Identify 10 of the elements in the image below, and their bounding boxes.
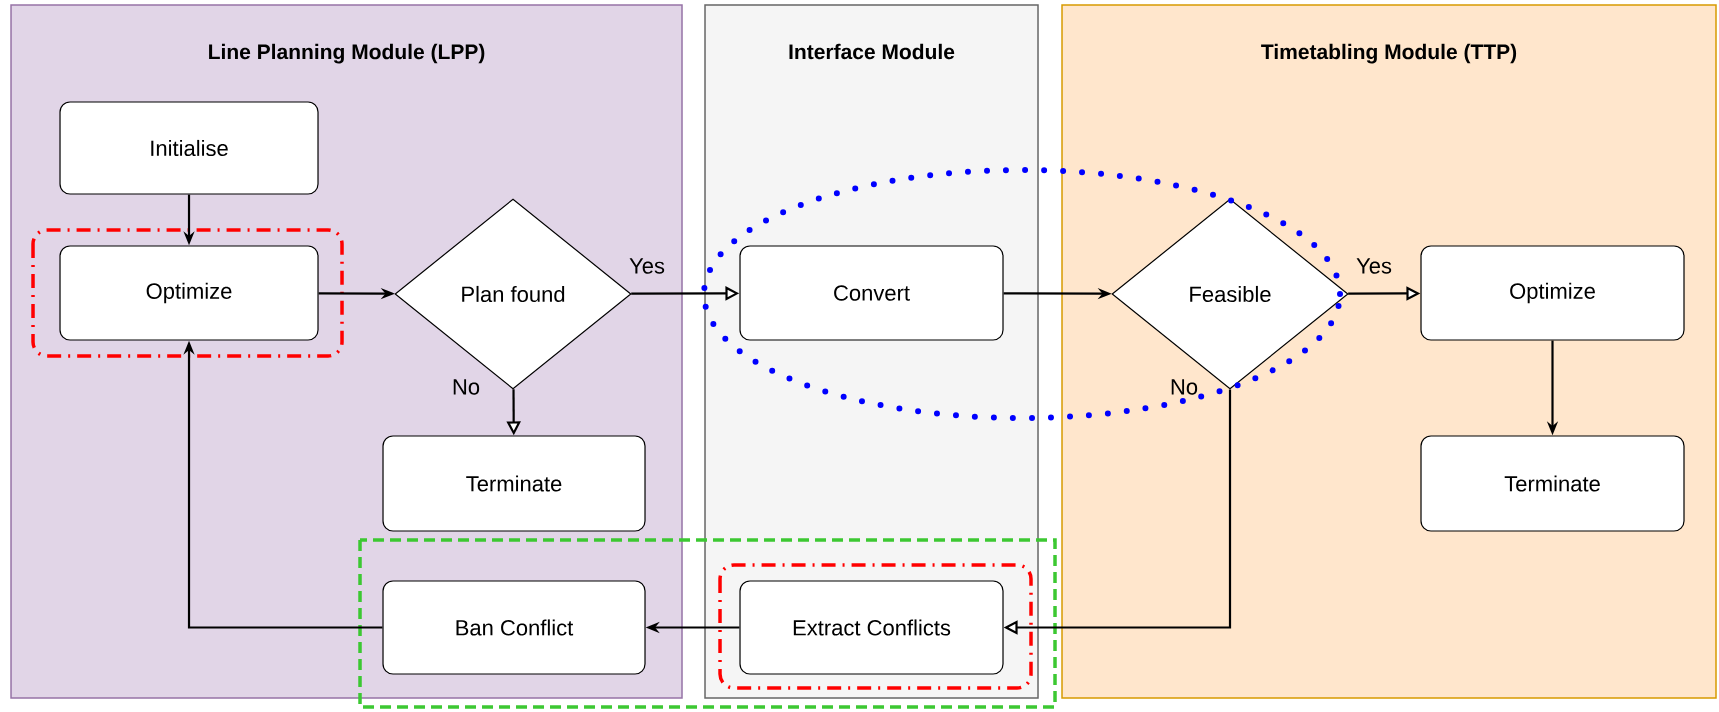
process-box: Optimize	[59, 245, 319, 341]
process-box: Initialise	[59, 101, 319, 195]
process-box: Convert	[739, 245, 1004, 341]
process-box: Extract Conflicts	[739, 580, 1004, 675]
process-box: Optimize	[1420, 245, 1685, 341]
edge-label: Yes	[1356, 258, 1392, 274]
process-box: Terminate	[382, 435, 646, 532]
process-box: Terminate	[1420, 435, 1685, 532]
edge-label: Yes	[629, 258, 665, 274]
process-box: Ban Conflict	[382, 580, 646, 675]
